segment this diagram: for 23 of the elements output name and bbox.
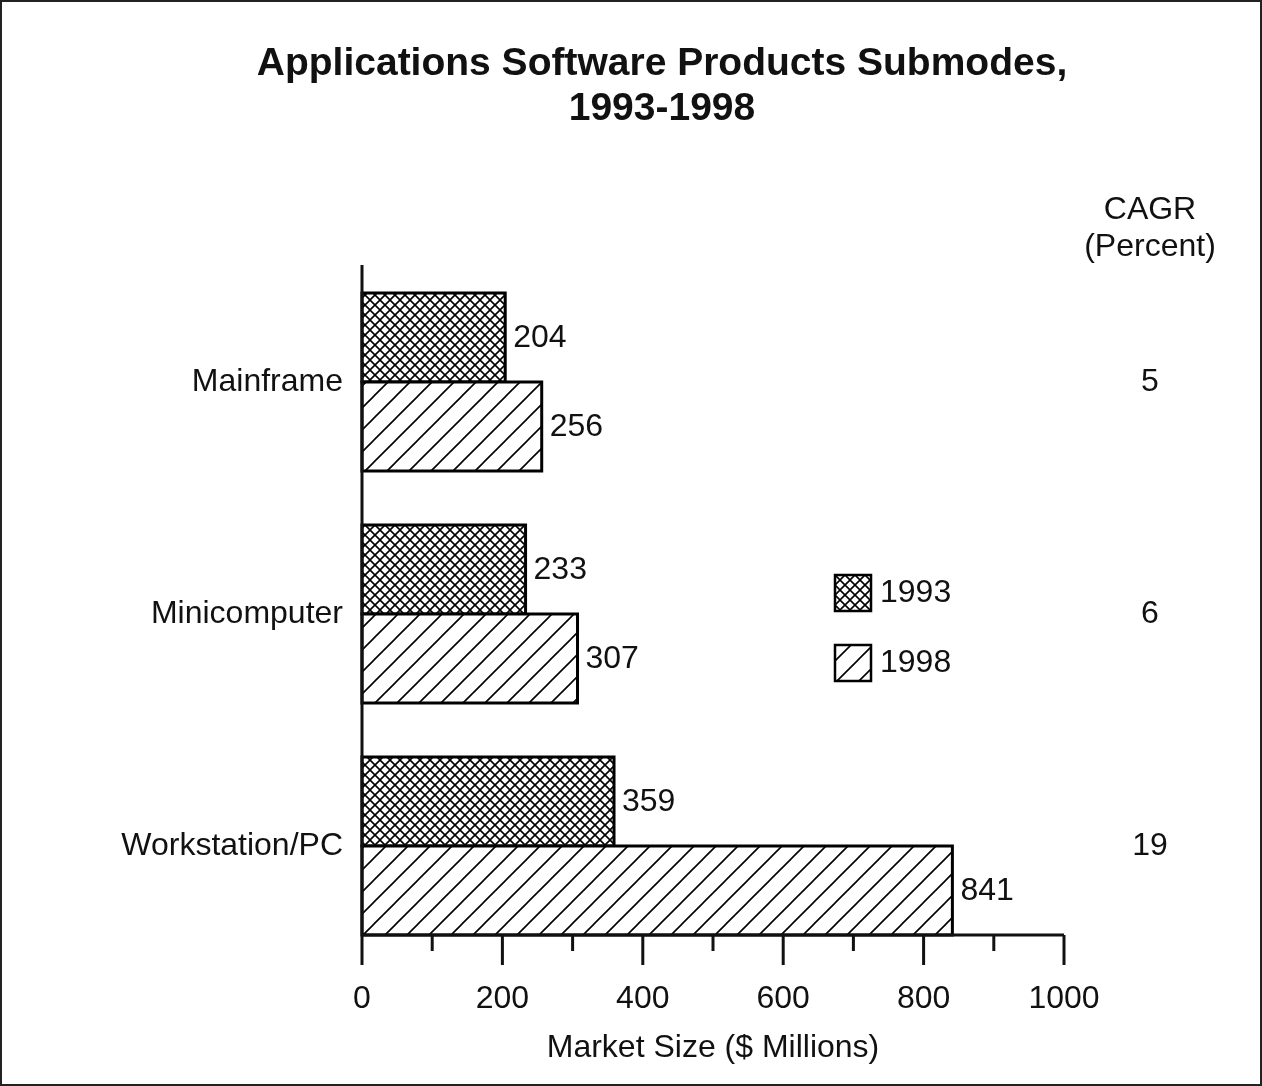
value-label: 256 [549, 406, 604, 444]
category-label: Minicomputer [149, 594, 343, 631]
legend-label: 1993 [880, 573, 952, 610]
value-label: 307 [585, 638, 639, 676]
legend-label: 1998 [880, 643, 952, 680]
value-label: 204 [513, 317, 567, 355]
tick-label: 400 [615, 979, 671, 1016]
value-label: 359 [622, 781, 676, 819]
tick-label: 600 [755, 979, 811, 1016]
category-label: Mainframe [190, 362, 343, 399]
tick-label: 0 [352, 979, 372, 1016]
column-heading: CAGR (Percent) [1083, 190, 1217, 264]
axis-title: Market Size ($ Millions) [545, 1028, 881, 1065]
cagr-value: 19 [1131, 826, 1169, 863]
value-label: 841 [960, 870, 1014, 908]
tick-label: 200 [474, 979, 531, 1016]
chart-title: Applications Software Products Submodes, 1993-1998 [255, 40, 1069, 130]
cagr-value: 6 [1140, 594, 1160, 631]
tick-label: 800 [895, 979, 952, 1016]
cagr-value: 5 [1140, 362, 1160, 399]
category-label: Workstation/PC [120, 826, 343, 863]
value-label: 233 [533, 549, 587, 587]
tick-label: 1000 [1027, 979, 1101, 1016]
